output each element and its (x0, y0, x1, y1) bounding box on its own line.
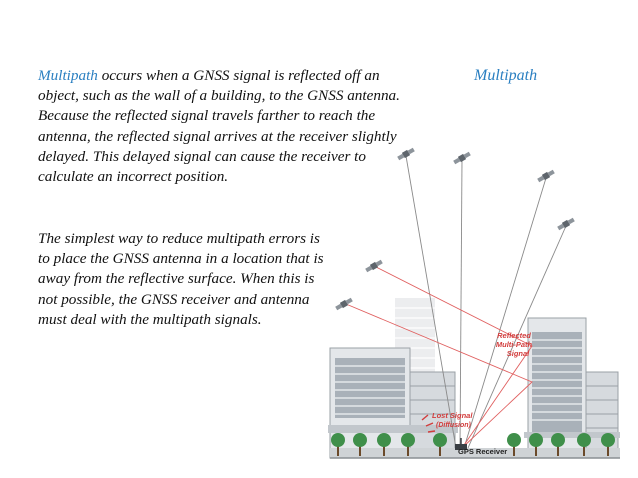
satellite-icon (397, 147, 415, 161)
satellite-icon (557, 217, 575, 231)
direct-signals (405, 155, 567, 449)
satellite-icon (537, 169, 555, 183)
reflected-label-line2: Multi-Path (496, 340, 533, 349)
paragraph-reduce-multipath: The simplest way to reduce multipath err… (38, 230, 324, 328)
diffusion-label: (Diffusion) (436, 422, 472, 429)
reflected-label-line1: Reflected (497, 331, 531, 340)
gps-receiver-icon (455, 438, 467, 450)
paragraph-multipath-definition: Multipath occurs when a GNSS signal is r… (38, 66, 418, 187)
ground (330, 448, 620, 459)
street-trees (331, 433, 615, 456)
satellite-icon (453, 151, 471, 165)
paragraph-multipath-body: occurs when a GNSS signal is reflected o… (38, 67, 400, 186)
term-multipath: Multipath (38, 67, 98, 84)
reflected-signals (345, 265, 533, 449)
left-building (328, 347, 458, 459)
satellite-icon (335, 297, 353, 311)
reflected-label-line3: Signal (507, 349, 530, 358)
slide-title: Multipath (474, 67, 538, 84)
lost-signal-label: Lost Signal (432, 411, 473, 420)
satellite-icon (365, 259, 383, 273)
lost-signal-arrows (421, 414, 436, 433)
multipath-diagram: Reflected Multi-Path Signal Lost Signal … (328, 147, 620, 459)
gps-receiver-label: GPS Receiver (458, 447, 507, 456)
